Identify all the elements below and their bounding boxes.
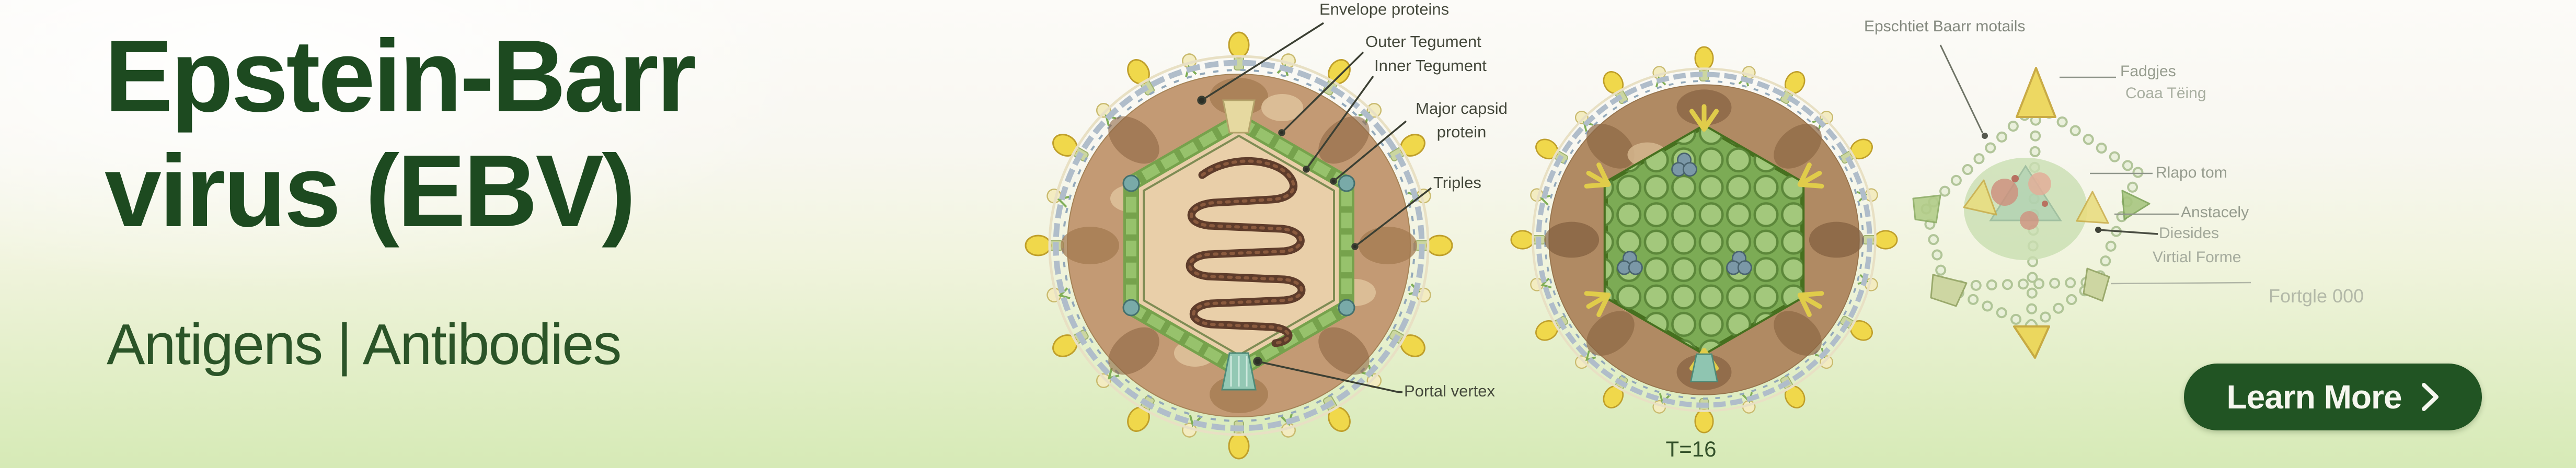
virion-cross-section-illustration — [1025, 31, 1453, 460]
label-envelope-proteins: Envelope proteins — [1319, 0, 1450, 18]
vertex-cones — [1963, 67, 2109, 359]
center-core-cluster — [1964, 158, 2087, 260]
label-wireframe-r4: Virtial Forme — [2153, 249, 2241, 266]
label-portal-vertex: Portal vertex — [1404, 382, 1496, 400]
learn-more-label: Learn More — [2226, 378, 2402, 416]
label-wireframe-r2: Anstacely — [2181, 204, 2249, 221]
icosahedral-capsid — [1582, 104, 1825, 382]
label-t-number: T=16 — [1665, 437, 1717, 461]
learn-more-button[interactable]: Learn More — [2184, 364, 2482, 430]
chevron-right-icon — [2422, 383, 2439, 411]
label-major-capsid-protein: Major capsid protein — [1408, 97, 1515, 144]
subtitle: Antigens | Antibodies — [107, 312, 622, 377]
label-wireframe-br: Fortgle 000 — [2269, 285, 2364, 307]
page-title: Epstein-Barr virus (EBV) — [105, 19, 696, 249]
penton-clusters — [1617, 153, 1752, 275]
vertex-tridents — [1582, 104, 1825, 373]
label-wireframe-title: Epschtiet Baarr motails — [1864, 18, 2026, 35]
portal-fan — [1689, 353, 1719, 382]
label-outer-tegument: Outer Tegument — [1365, 32, 1481, 51]
label-triplex: Triples — [1433, 173, 1481, 192]
label-wireframe-tr2: Coaa Tëing — [2125, 85, 2206, 102]
title-line-1: Epstein-Barr — [105, 19, 696, 133]
capsid-t16-illustration — [1510, 46, 1898, 434]
label-wireframe-r3: Diesides — [2159, 225, 2220, 242]
label-wireframe-r1: Rlapo tom — [2156, 164, 2227, 181]
label-inner-tegument: Inner Tegument — [1374, 56, 1487, 75]
label-wireframe-tr1: Fadgjes — [2120, 63, 2176, 80]
label-major-capsid-line2: protein — [1436, 122, 1487, 141]
wireframe-capsid-illustration — [1912, 67, 2150, 359]
label-major-capsid-line1: Major capsid — [1416, 99, 1508, 118]
dna-core-coil — [1186, 157, 1306, 347]
title-line-2: virus (EBV) — [105, 134, 636, 248]
portal-vertex-structure — [1221, 99, 1257, 391]
facet-triangles — [1912, 190, 2150, 307]
